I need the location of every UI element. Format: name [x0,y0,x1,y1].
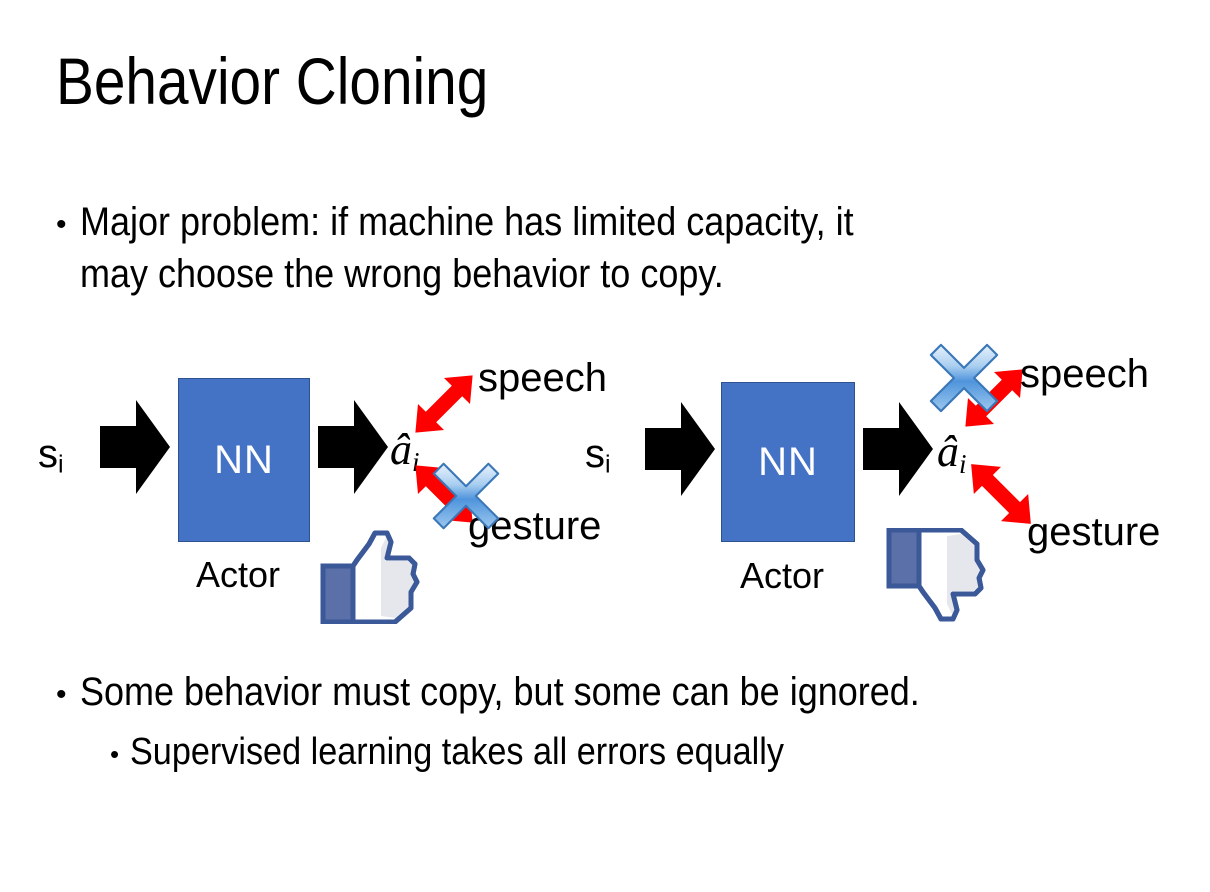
branch-label-speech-right: speech [1020,352,1149,396]
double-arrow-speech-left [398,358,490,450]
output-action-subscript: i [959,448,967,479]
input-state-subscript: i [605,450,611,479]
neural-network-box-label: NN [758,440,818,484]
output-action-label-right: âi [937,430,967,478]
bullet-text: Supervised learning takes all errors equ… [130,731,785,773]
output-action-subscript: i [412,446,420,477]
bullet-item-some-behavior: • Some behavior must copy, but some can … [56,666,1176,718]
bullet-text: Major problem: if machine has limited ca… [79,200,854,296]
bullet-text: Some behavior must copy, but some can be… [79,670,920,714]
slide-title: Behavior Cloning [56,44,489,118]
bullet-item-major-problem: • Major problem: if machine has limited … [56,196,1176,300]
thumbs-down-icon [883,528,993,622]
input-state-base: s [585,432,605,476]
branch-label-speech-left: speech [478,356,607,400]
bullet-marker-icon: • [56,678,67,711]
input-state-label-left: si [38,434,64,478]
diagram-right-negative-case: si NN Actor âi [580,330,1210,640]
input-state-subscript: i [58,450,64,479]
neural-network-box-left: NN [178,378,310,542]
block-arrow-right-icon [863,400,933,498]
diagram-left-positive-case: si NN Actor âi [0,330,620,640]
block-arrow-right-icon [318,398,388,496]
neural-network-box-label: NN [214,438,274,482]
output-action-base: â [937,427,959,476]
neural-network-box-right: NN [721,382,855,542]
output-action-base: â [390,425,412,474]
input-state-label-right: si [585,434,611,478]
output-action-label-left: âi [390,428,420,476]
branch-label-gesture-right: gesture [1027,510,1161,554]
double-arrow-gesture-right [953,446,1049,542]
bullet-item-supervised-learning: • Supervised learning takes all errors e… [110,728,1170,777]
cross-out-x-icon-speech [928,342,1000,414]
bullet-marker-icon: • [110,739,120,769]
input-state-base: s [38,432,58,476]
block-arrow-right-icon [100,398,170,496]
thumbs-up-icon [317,530,427,624]
bullet-marker-icon: • [56,208,67,241]
actor-caption-right: Actor [740,555,825,596]
block-arrow-right-icon [645,400,715,498]
actor-caption-left: Actor [196,554,281,595]
cross-out-x-icon-gesture [431,461,501,531]
